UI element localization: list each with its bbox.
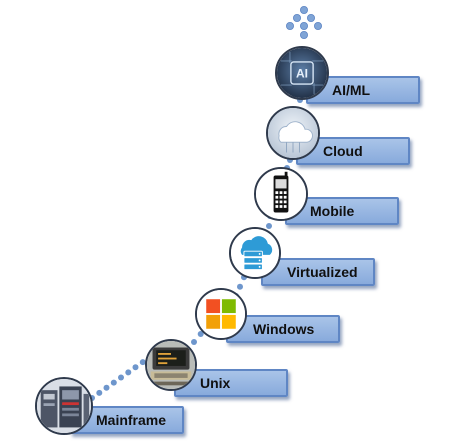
connector-dot: [118, 374, 124, 381]
connector-dot: [125, 369, 132, 376]
ai-chip-icon: AI: [275, 46, 329, 100]
step-virtualized: [261, 258, 375, 286]
virtualized-server-icon: [229, 227, 281, 279]
step-label-mainframe: Mainframe: [96, 412, 167, 428]
step-label-unix: Unix: [200, 375, 231, 391]
connector-dot: [237, 283, 243, 290]
connector-dot: [191, 339, 197, 345]
windows-logo-icon: [195, 288, 247, 340]
connector-dot: [266, 223, 272, 229]
step-label-mobile: Mobile: [310, 203, 355, 219]
connector-dot: [132, 364, 139, 371]
step-label-virtualized: Virtualized: [287, 264, 358, 280]
connector-dot: [139, 359, 146, 366]
mainframe-icon: [35, 377, 93, 435]
step-label-windows: Windows: [253, 321, 315, 337]
unix-terminal-icon: [145, 339, 197, 391]
step-label-ai-ml: AI/ML: [332, 82, 371, 98]
connector-dot: [110, 379, 117, 386]
connector-dot: [96, 389, 103, 396]
dotted-up-arrow-icon: [286, 6, 323, 39]
mobile-phone-icon: [254, 167, 308, 221]
connector-dot: [103, 384, 110, 391]
cloud-icon: [266, 106, 320, 160]
ai-badge-text: AI: [296, 67, 308, 81]
step-label-cloud: Cloud: [323, 143, 363, 159]
